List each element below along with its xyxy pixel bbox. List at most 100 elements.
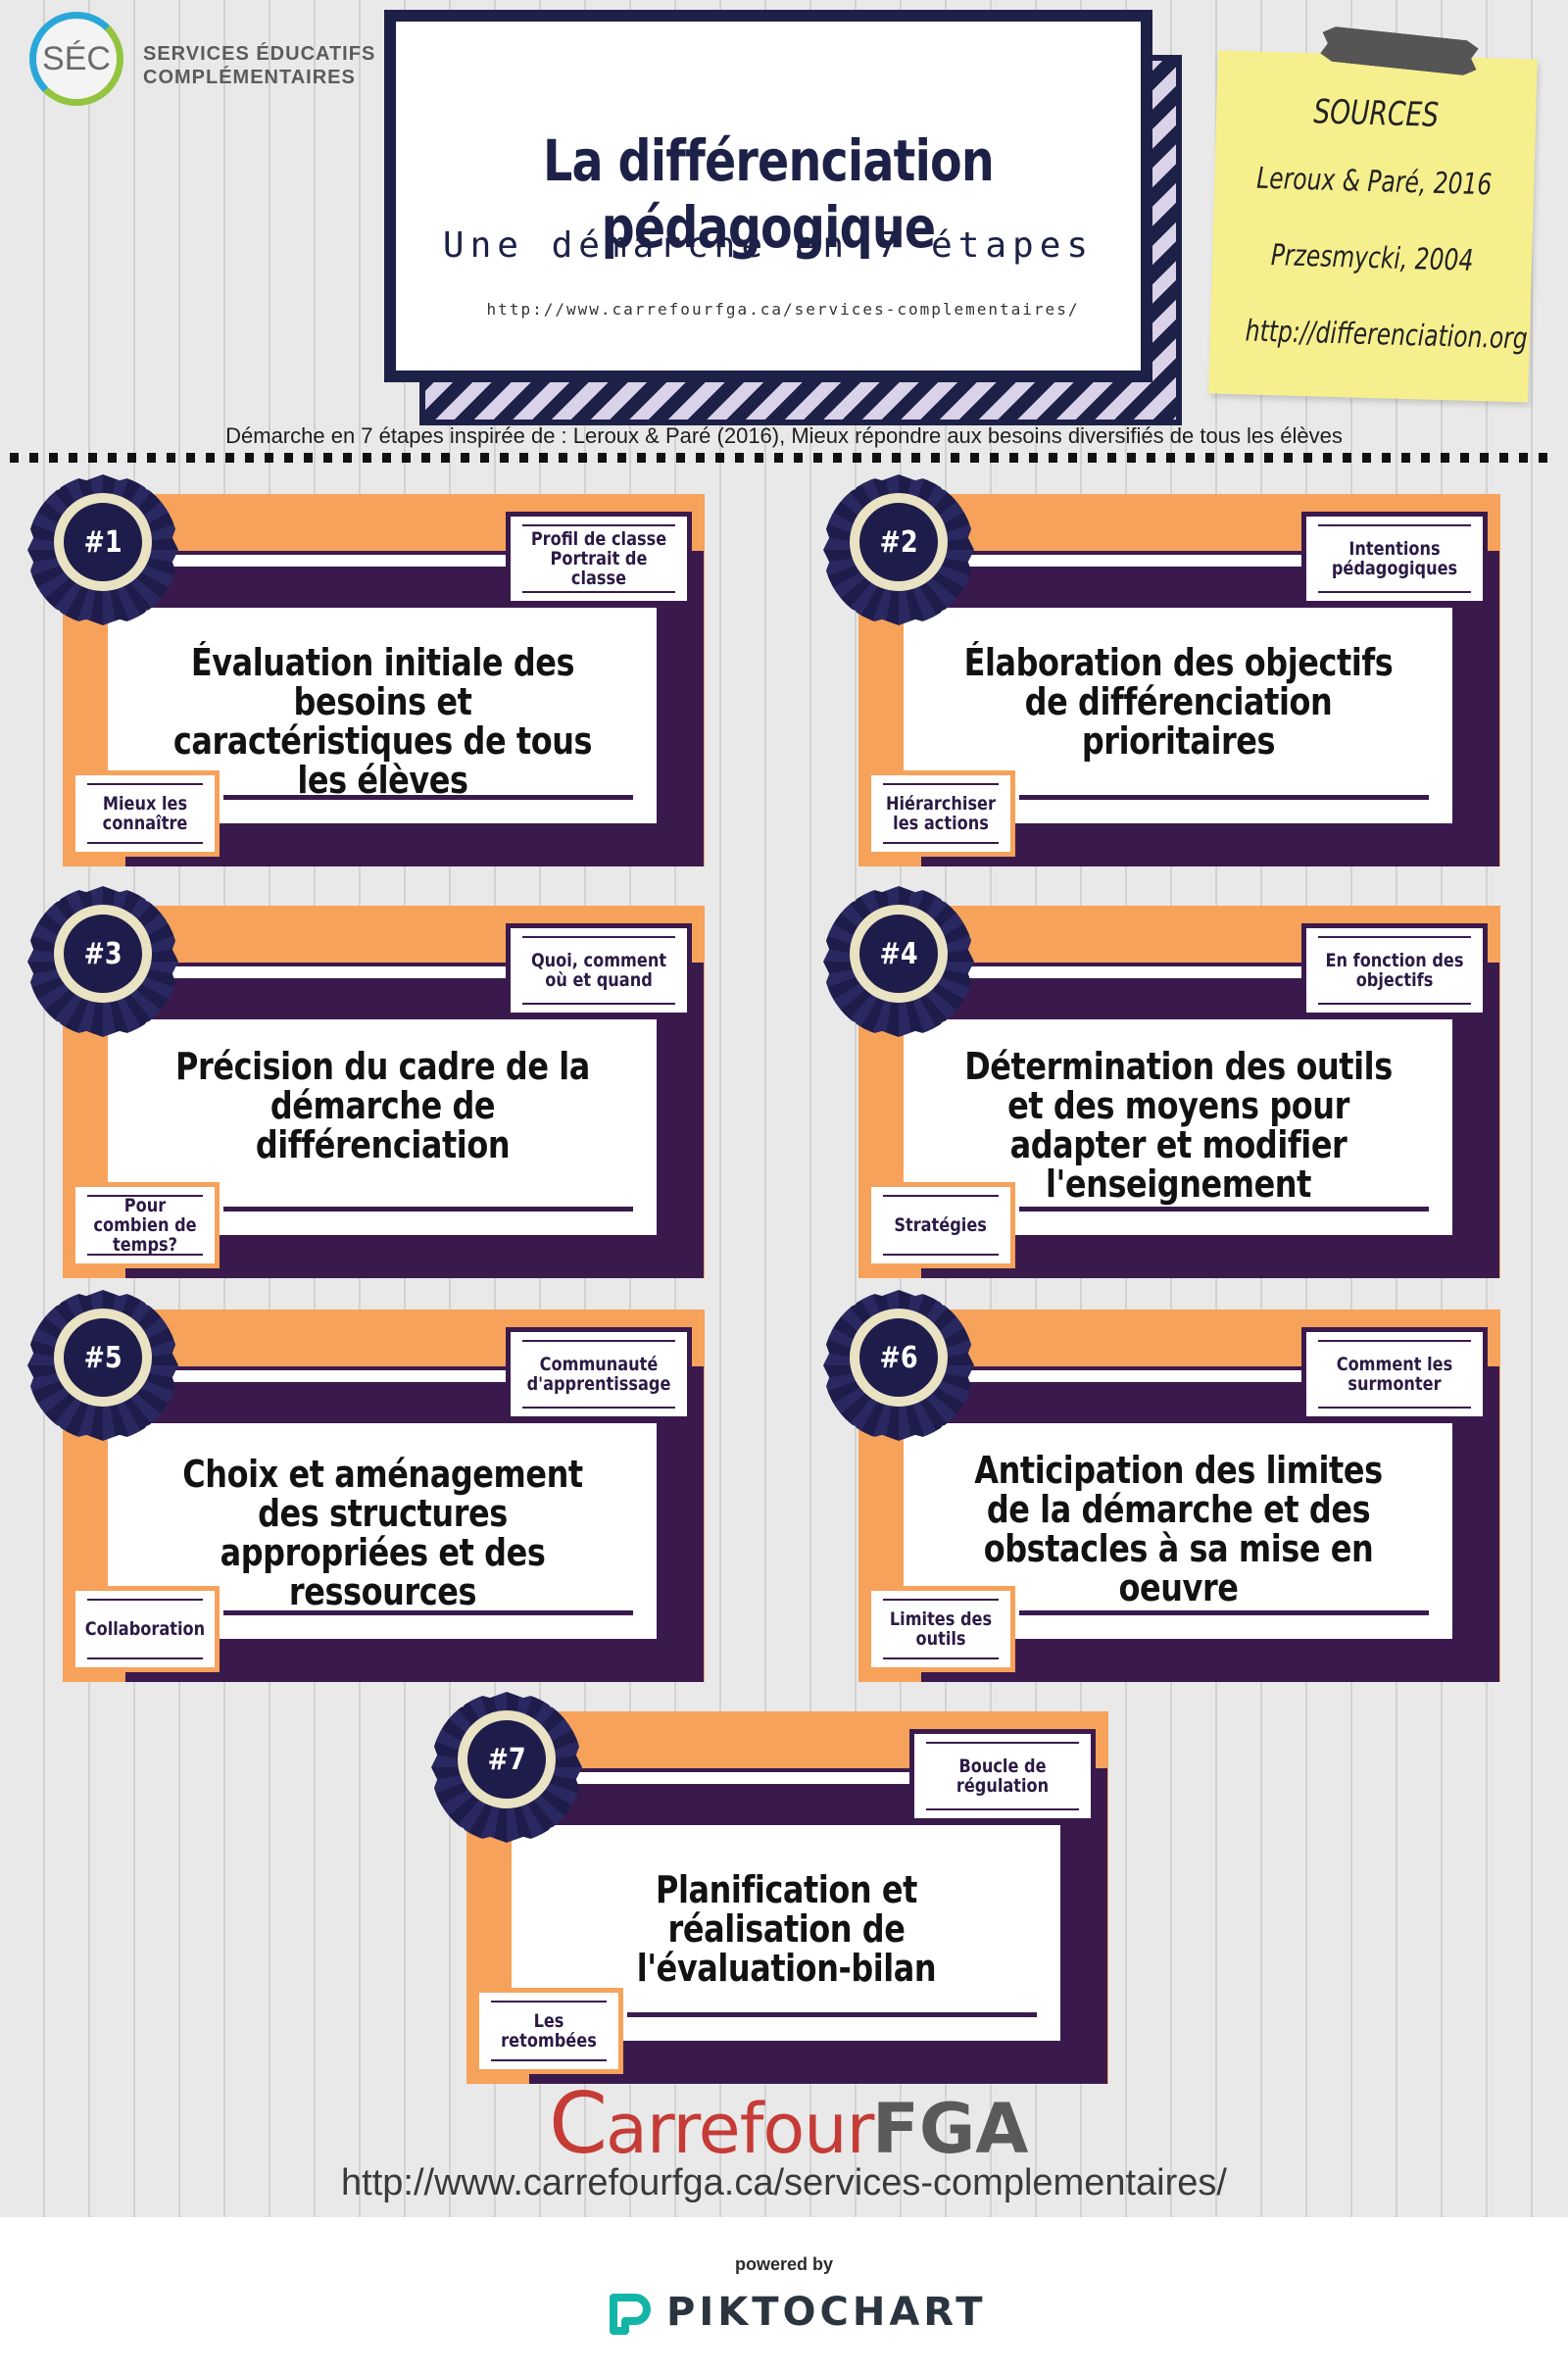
- step-number: #7: [487, 1742, 526, 1777]
- step-tag-top: Intentions pédagogiques: [1301, 512, 1488, 606]
- step-card-1: Évaluation initiale des besoins et carac…: [27, 474, 705, 866]
- card-stripe-line: [125, 1386, 625, 1390]
- step-tag-bottom: Les retombées: [474, 1988, 623, 2074]
- card-divider: [1019, 1610, 1429, 1615]
- step-number: #5: [83, 1340, 122, 1375]
- card-stripe: [529, 1772, 1029, 1784]
- carrefourfga-logo: C arrefour FGA: [549, 2080, 1039, 2168]
- step-tag-top-label: Quoi, comment où et quand: [530, 950, 667, 991]
- card-stripe: [921, 966, 1421, 978]
- step-tag-top-label: Communauté d'apprentissage: [526, 1354, 671, 1395]
- step-number-ring: #6: [850, 1309, 948, 1407]
- step-number-ring: #4: [850, 905, 948, 1003]
- step-number: #1: [83, 524, 122, 560]
- step-tag-bottom: Limites des outils: [866, 1586, 1015, 1672]
- step-tag-top: Comment les surmonter: [1301, 1327, 1488, 1421]
- step-tag-top: En fonction des objectifs: [1301, 923, 1488, 1017]
- sec-logo-mark: SÉC: [29, 12, 123, 106]
- step-card-4: Détermination des outils et des moyens p…: [823, 886, 1500, 1278]
- step-tag-top: Communauté d'apprentissage: [506, 1327, 692, 1421]
- title-box: La différenciation pédagogique Une démar…: [384, 10, 1152, 382]
- page-subtitle: Une démarche en 7 étapes: [442, 225, 1095, 266]
- sources-heading: SOURCES: [1312, 92, 1440, 135]
- card-divider: [223, 1610, 633, 1615]
- card-stripe: [921, 555, 1421, 567]
- card-stripe: [125, 966, 625, 978]
- step-number-ring: #3: [54, 905, 152, 1003]
- step-tag-top-label: Comment les surmonter: [1336, 1354, 1453, 1395]
- step-number-ring: #2: [850, 493, 948, 591]
- step-tag-bottom: Stratégies: [866, 1182, 1015, 1268]
- card-divider: [627, 2012, 1037, 2017]
- step-tag-bottom-label: Mieux les connaître: [102, 793, 188, 834]
- step-card-5: Choix et aménagement des structures appr…: [27, 1290, 705, 1682]
- step-title: Évaluation initiale des besoins et carac…: [172, 641, 593, 802]
- step-tag-top-label: En fonction des objectifs: [1325, 950, 1464, 991]
- piktochart-logo[interactable]: PIKTOCHART: [608, 2288, 983, 2343]
- card-stripe: [125, 1370, 625, 1382]
- step-tag-bottom: Pour combien de temps?: [71, 1182, 220, 1268]
- step-tag-bottom-label: Pour combien de temps?: [93, 1195, 197, 1256]
- step-number: #4: [879, 936, 918, 971]
- card-stripe: [125, 555, 625, 567]
- card-divider: [223, 795, 633, 800]
- step-tag-bottom: Hiérarchiser les actions: [866, 770, 1015, 857]
- sec-logo-line1: SERVICES ÉDUCATIFS: [143, 43, 376, 65]
- powered-by-label: powered by: [734, 2254, 834, 2274]
- card-stripe-line: [921, 1386, 1421, 1390]
- step-title: Élaboration des objectifs de différencia…: [963, 641, 1394, 763]
- footer-band: [0, 2217, 1568, 2374]
- step-tag-bottom-label: Stratégies: [894, 1214, 988, 1236]
- footer-url[interactable]: http://www.carrefourfga.ca/services-comp…: [341, 2162, 1227, 2203]
- step-title: Choix et aménagement des structures appr…: [182, 1453, 583, 1613]
- piktochart-icon: [610, 2294, 651, 2335]
- step-tag-top-label: Profil de classe Portrait de classe: [530, 528, 667, 589]
- card-stripe-line: [529, 1788, 1029, 1792]
- carrefourfga-logo-fga: FGA: [872, 2089, 1029, 2169]
- step-tag-bottom: Mieux les connaître: [71, 770, 220, 857]
- step-number: #6: [879, 1340, 918, 1375]
- step-number-ring: #7: [458, 1710, 556, 1808]
- step-number-ring: #5: [54, 1309, 152, 1407]
- source-line-3: http://differenciation.org: [1245, 314, 1529, 357]
- step-tag-bottom-label: Collaboration: [84, 1618, 206, 1640]
- step-tag-bottom-label: Limites des outils: [889, 1608, 993, 1650]
- step-tag-bottom: Collaboration: [71, 1586, 220, 1672]
- step-title: Détermination des outils et des moyens p…: [964, 1045, 1393, 1206]
- step-tag-bottom-label: Les retombées: [501, 2010, 597, 2052]
- step-card-7: Planification et réalisation de l'évalua…: [431, 1692, 1108, 2084]
- card-stripe-line: [125, 570, 625, 574]
- step-title: Anticipation des limites de la démarche …: [974, 1449, 1383, 1609]
- step-tag-top-label: Boucle de régulation: [956, 1756, 1050, 1797]
- header-url: http://www.carrefourfga.ca/services-comp…: [486, 300, 1080, 319]
- step-card-6: Anticipation des limites de la démarche …: [823, 1290, 1500, 1682]
- card-stripe-line: [921, 982, 1421, 986]
- step-title: Planification et réalisation de l'évalua…: [636, 1868, 937, 1990]
- step-card-3: Précision du cadre de la démarche de dif…: [27, 886, 705, 1278]
- sec-logo-line2: COMPLÉMENTAIRES: [143, 67, 356, 88]
- step-tag-top-label: Intentions pédagogiques: [1331, 538, 1458, 579]
- step-number-ring: #1: [54, 493, 152, 591]
- source-line-1: Leroux & Paré, 2016: [1255, 161, 1493, 203]
- step-tag-bottom-label: Hiérarchiser les actions: [886, 793, 996, 834]
- card-divider: [223, 1207, 633, 1212]
- step-tag-top: Quoi, comment où et quand: [506, 923, 692, 1017]
- card-divider: [1019, 1207, 1429, 1212]
- carrefourfga-logo-c: C: [549, 2075, 609, 2173]
- card-stripe-line: [921, 570, 1421, 574]
- step-card-2: Élaboration des objectifs de différencia…: [823, 474, 1500, 866]
- piktochart-wordmark: PIKTOCHART: [666, 2290, 987, 2335]
- carrefourfga-logo-carrefour: arrefour: [606, 2089, 874, 2169]
- card-stripe: [921, 1370, 1421, 1382]
- step-number: #3: [83, 936, 122, 971]
- sec-logo: SÉC SERVICES ÉDUCATIFS COMPLÉMENTAIRES: [29, 12, 382, 110]
- dotted-divider: [10, 453, 1558, 463]
- step-tag-top: Profil de classe Portrait de classe: [506, 512, 692, 606]
- source-line-2: Przesmycki, 2004: [1270, 238, 1474, 278]
- card-divider: [1019, 795, 1429, 800]
- sources-note: SOURCES Leroux & Paré, 2016 Przesmycki, …: [1208, 50, 1538, 403]
- step-title: Précision du cadre de la démarche de dif…: [175, 1045, 590, 1166]
- step-number: #2: [879, 524, 918, 560]
- intro-text: Démarche en 7 étapes inspirée de : Lerou…: [225, 423, 1343, 448]
- card-stripe-line: [125, 982, 625, 986]
